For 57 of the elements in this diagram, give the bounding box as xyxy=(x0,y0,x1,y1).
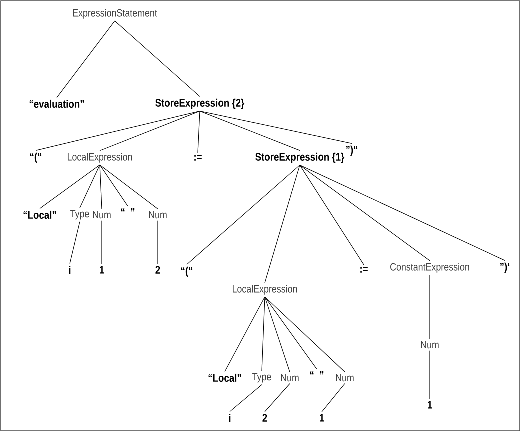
tree-line xyxy=(264,296,318,370)
tree-line xyxy=(322,384,346,412)
nonterminal-label: Num xyxy=(93,211,111,219)
tree-line xyxy=(114,20,200,97)
tree-line xyxy=(264,296,290,372)
tree-line xyxy=(186,165,300,265)
terminal-label: “evaluation” xyxy=(30,100,84,108)
tree-line xyxy=(56,20,116,98)
terminal-label: “(“ xyxy=(30,152,42,164)
nonterminal-label: Num xyxy=(281,374,299,382)
terminal-label: StoreExpression {2} xyxy=(156,98,245,110)
terminal-label: := xyxy=(360,267,368,273)
terminal-label: “Local” xyxy=(208,374,242,382)
tree-line xyxy=(200,111,300,151)
nonterminal-label: Type xyxy=(252,373,272,383)
tree-line xyxy=(100,164,128,207)
terminal-label: i xyxy=(229,414,231,422)
tree-line xyxy=(200,111,352,144)
tree-line xyxy=(100,164,102,210)
terminal-label: 1 xyxy=(428,401,432,409)
tree-line xyxy=(264,165,300,284)
nonterminal-label: LocalExpression xyxy=(233,285,298,295)
terminal-label: 2 xyxy=(156,266,160,274)
nonterminal-label: Num xyxy=(336,374,354,382)
tree-line xyxy=(300,165,430,262)
terminal-label: “_” xyxy=(310,372,324,380)
terminal-label: StoreExpression {1} xyxy=(256,152,345,164)
terminal-label: ”)‘ xyxy=(500,262,510,274)
nonterminal-label: Num xyxy=(421,341,439,349)
nonterminal-label: ExpressionStatement xyxy=(73,9,158,19)
tree-line xyxy=(264,384,290,412)
terminal-label: “(“ xyxy=(181,266,193,278)
nonterminal-label: Type xyxy=(70,210,90,220)
nonterminal-label: ConstantExpression xyxy=(390,263,470,273)
tree-line xyxy=(224,296,266,372)
tree-line xyxy=(198,111,200,154)
nonterminal-label: Num xyxy=(149,211,167,219)
terminal-label: “Local” xyxy=(24,210,56,220)
terminal-label: 1 xyxy=(100,266,104,274)
nonterminal-label: LocalExpression xyxy=(68,153,132,163)
tree-line xyxy=(100,111,200,152)
tree-line xyxy=(100,164,158,210)
terminal-label: := xyxy=(194,155,202,161)
tree-line xyxy=(36,111,200,151)
terminal-label: 1 xyxy=(320,414,324,422)
tree-line xyxy=(40,164,100,210)
tree-line xyxy=(300,165,364,266)
terminal-label: ”)“ xyxy=(346,146,358,156)
tree-line xyxy=(262,296,266,372)
tree-line xyxy=(70,222,80,264)
tree-line xyxy=(80,164,100,208)
terminal-label: i xyxy=(69,266,71,274)
tree-line xyxy=(230,384,262,412)
tree-line xyxy=(264,296,346,372)
terminal-label: “_” xyxy=(121,208,135,218)
tree-line xyxy=(300,165,506,261)
terminal-label: 2 xyxy=(262,414,268,422)
